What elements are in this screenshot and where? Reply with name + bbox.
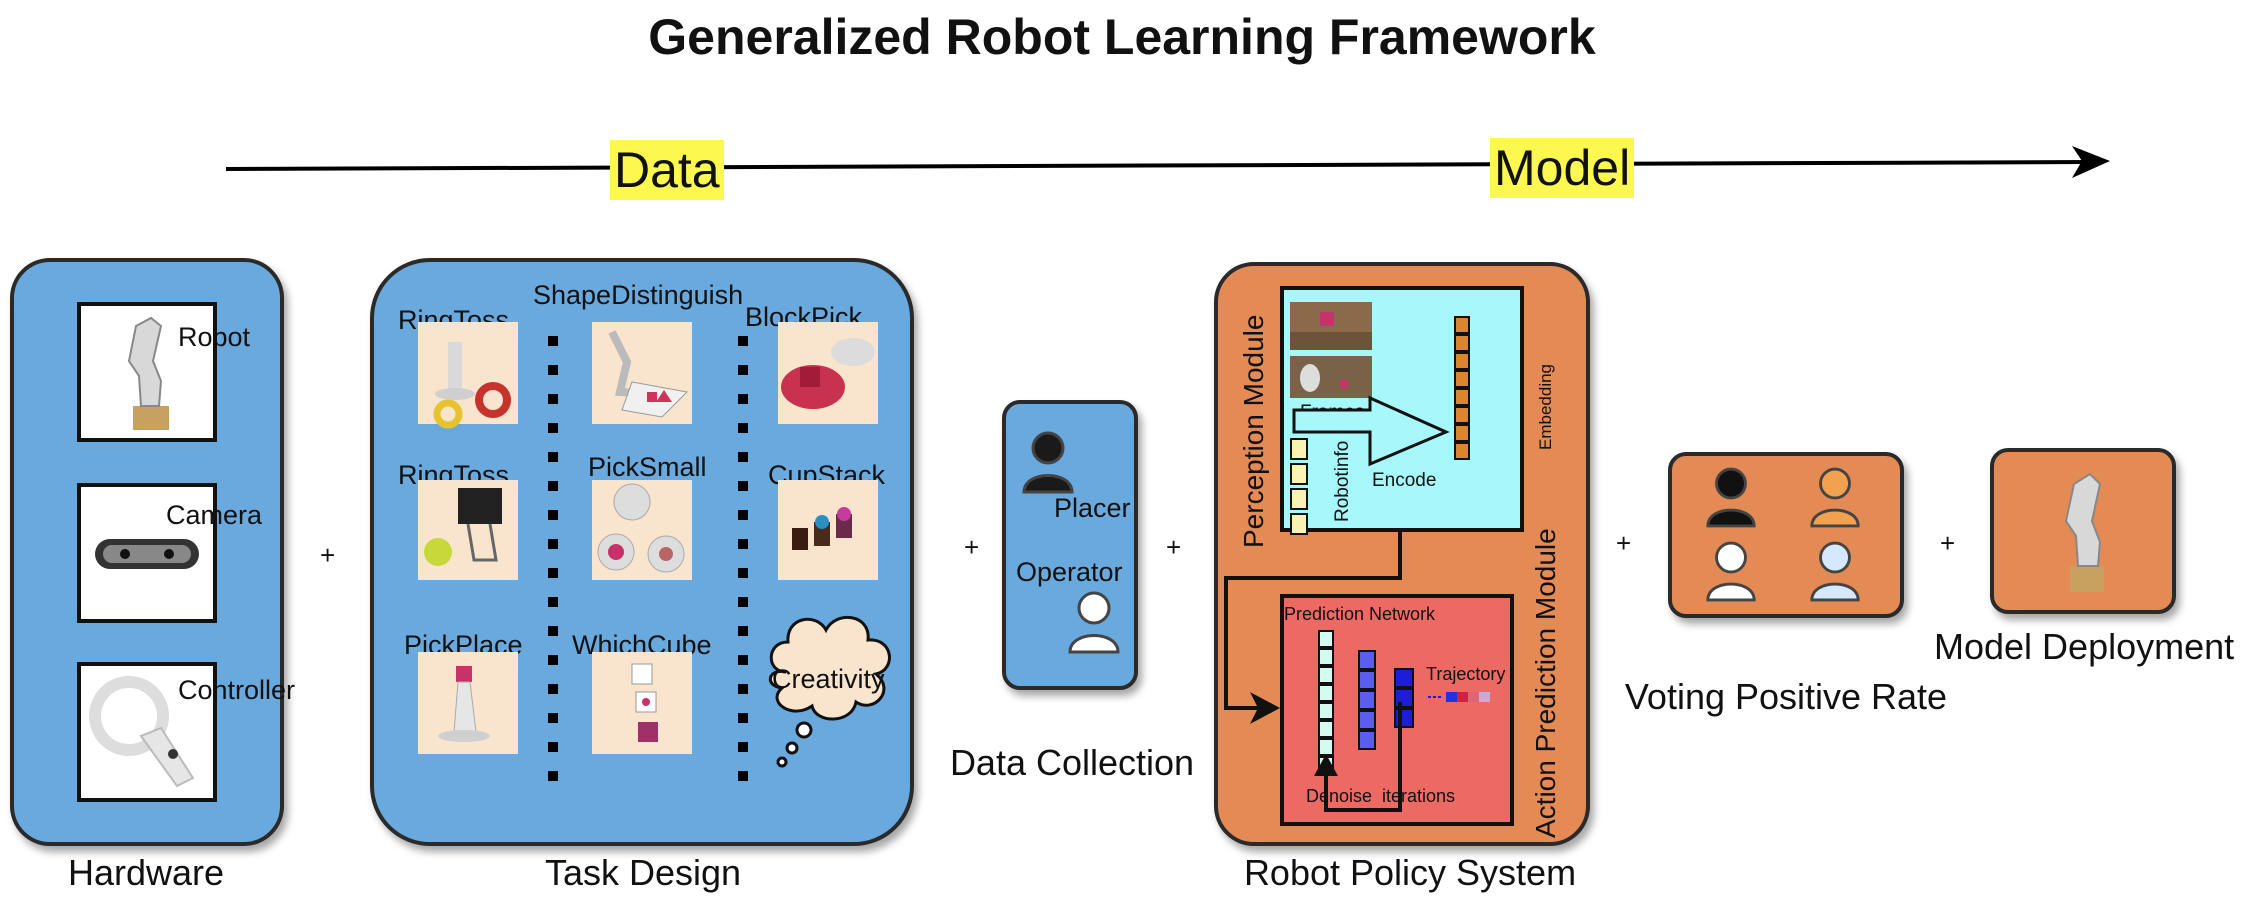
camera-label: Camera (166, 500, 263, 530)
voting-caption: Voting Positive Rate (1624, 676, 1948, 717)
task-image-shapedistinguish (592, 322, 692, 424)
task-label-picksmall: PickSmall (588, 452, 707, 482)
task-image-ringtoss-2 (418, 480, 518, 580)
frame-image-2 (1290, 356, 1372, 398)
data-collection-caption: Data Collection (949, 742, 1195, 783)
plus-5: + (1940, 528, 1956, 558)
encode-label: Encode (1372, 470, 1437, 491)
robot-policy-caption: Robot Policy System (1243, 852, 1577, 893)
voting-panel (1668, 452, 1904, 618)
plus-2: + (964, 532, 980, 562)
prediction-network-label: Prediction Network (1284, 604, 1436, 624)
controller-icon (89, 676, 195, 788)
frame-image-1 (1290, 302, 1372, 350)
camera-icon (95, 539, 199, 569)
robot-arm-icon (127, 316, 169, 430)
controller-image-box (77, 662, 217, 802)
task-image-blockpick (778, 322, 878, 424)
task-divider-1 (548, 336, 558, 800)
placer-person-icon (1022, 431, 1074, 494)
robot-image-box (77, 302, 217, 442)
network-layer-3 (1394, 668, 1414, 728)
plus-4: + (1616, 528, 1632, 558)
network-layer-1 (1318, 630, 1334, 774)
network-layer-2 (1358, 650, 1376, 750)
voter-icon-lightblue (1810, 541, 1860, 602)
trajectory-label: Trajectory (1426, 664, 1506, 684)
task-label-shapedistinguish: ShapeDistinguish (533, 280, 744, 310)
creativity-label: Creativity (772, 664, 885, 694)
task-image-ringtoss-1 (418, 322, 518, 429)
embedding-vector (1454, 316, 1470, 460)
diagram-title: Generalized Robot Learning Framework (648, 9, 1596, 65)
task-image-picksmall (592, 480, 692, 580)
voter-icon-black (1706, 467, 1756, 528)
deployment-caption: Model Deployment (1934, 626, 2235, 667)
robotinfo-vector (1290, 438, 1308, 535)
controller-label: Controller (178, 675, 296, 705)
data-phase-label: Data (610, 140, 724, 200)
denoise-label: Denoise (1306, 786, 1373, 806)
robotinfo-label: Robotinfo (1332, 440, 1353, 522)
hardware-caption: Hardware (67, 852, 225, 893)
deployed-robot-icon (2064, 472, 2104, 592)
plus-1: + (320, 540, 336, 570)
model-phase-label: Model (1490, 138, 1635, 198)
camera-image-box (77, 483, 217, 623)
placer-label: Placer (1054, 493, 1131, 523)
voter-icon-white (1706, 541, 1756, 602)
operator-label: Operator (1016, 557, 1123, 587)
robot-label: Robot (178, 322, 251, 352)
task-image-cupstack (778, 480, 878, 580)
voter-icon-orange (1810, 467, 1860, 528)
iterations-label: iterations (1382, 786, 1456, 806)
plus-3: + (1166, 532, 1182, 562)
creativity-cloud-icon (769, 615, 891, 768)
perception-module-label: Perception Module (1238, 314, 1269, 548)
trajectory-output-icon (1428, 692, 1490, 702)
operator-person-icon (1068, 591, 1120, 654)
task-image-whichcube (592, 652, 692, 754)
action-module-label: Action Prediction Module (1530, 528, 1561, 838)
encode-arrow (1292, 395, 1450, 467)
task-divider-2 (738, 336, 748, 800)
embedding-label: Embedding (1536, 363, 1555, 450)
task-design-caption: Task Design (544, 852, 742, 893)
task-image-pickplace (418, 652, 518, 754)
